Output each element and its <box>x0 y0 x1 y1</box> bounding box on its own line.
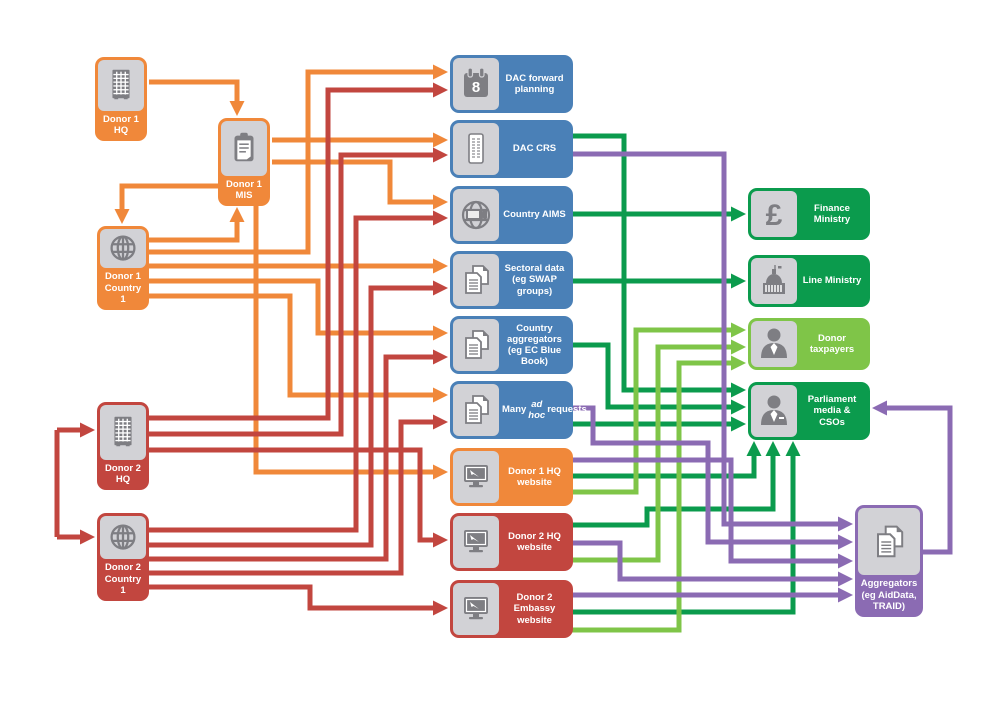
edge-donor2hq-to-dacforward <box>149 82 448 421</box>
node-aggregators: Aggregators (eg AidData, TRAID) <box>855 505 923 617</box>
edge-countryagg-to-parliament <box>572 342 746 415</box>
node-country-aims: Country AIMS <box>450 186 573 244</box>
edge-embassywebsite-to-taxpayers <box>572 355 746 633</box>
node-label: Country aggregators (eg EC Blue Book) <box>507 322 562 368</box>
edge-donor1website-to-taxpayers <box>572 322 746 495</box>
node-label: Donor 1 Country 1 <box>104 271 142 305</box>
documents-icon <box>858 508 920 576</box>
edge-donor2country1-to-embassywebsite <box>149 584 448 616</box>
node-dac-crs: DAC CRS <box>450 120 573 178</box>
monitor-icon <box>453 451 499 503</box>
node-label: Donor 2 Country 1 <box>104 562 142 596</box>
report-icon <box>453 123 499 175</box>
globe-icon <box>100 229 146 269</box>
edge-aggregators-to-parliament <box>872 400 953 555</box>
edge-donor2hq-to-donor2website <box>149 447 448 548</box>
edge-mis-to-countryaims <box>272 159 448 210</box>
edge-donor2country1-to-countryaims <box>149 210 448 533</box>
node-label: Aggregators (eg AidData, TRAID) <box>860 578 918 612</box>
edge-donor1website-to-parliament <box>572 441 762 479</box>
edge-embassywebsite-to-parliament <box>572 441 801 615</box>
clipboard-icon <box>221 121 267 176</box>
node-label: Line Ministry <box>802 275 862 287</box>
svg-text:8: 8 <box>472 79 480 96</box>
edge-donor2country1-to-manyadhoc <box>149 414 448 576</box>
node-donor2-hq: Donor 2 HQ <box>97 402 149 490</box>
edge-donor2website-to-aggregators <box>572 540 853 587</box>
node-label: Sectoral data (eg SWAP groups) <box>504 263 565 297</box>
edge-donor1country1-to-mis <box>149 207 245 243</box>
node-donor2-country1: Donor 2 Country 1 <box>97 513 149 601</box>
node-label: Donor 1 MIS <box>226 178 262 201</box>
node-donor1-hq-website: Donor 1 HQ website <box>450 448 573 506</box>
node-label: Finance Ministry <box>813 202 851 225</box>
government-building-icon <box>751 258 797 304</box>
node-label: Donor 2 Embassy website <box>513 592 556 626</box>
documents-icon <box>453 384 499 436</box>
edge-donor2website-to-taxpayers <box>572 339 746 563</box>
node-dac-forward-planning: 8 DAC forward planning <box>450 55 573 113</box>
node-sectoral-data: Sectoral data (eg SWAP groups) <box>450 251 573 309</box>
node-label: Donor 1 HQ <box>103 113 139 136</box>
node-donor1-mis: Donor 1 MIS <box>218 118 270 206</box>
documents-icon <box>453 254 499 306</box>
globe-monitor-icon <box>453 189 499 241</box>
node-label: Donor taxpayers <box>809 332 855 355</box>
node-donor1-country1: Donor 1 Country 1 <box>97 226 149 310</box>
node-label: Donor 2 HQ website <box>508 530 561 553</box>
calendar-icon: 8 <box>453 58 499 110</box>
building-icon <box>98 60 144 111</box>
globe-icon <box>100 516 146 560</box>
node-label: DAC forward planning <box>505 72 564 95</box>
node-donor-taxpayers: Donor taxpayers <box>748 318 870 370</box>
person-icon <box>751 385 797 437</box>
person-icon <box>751 321 797 367</box>
node-line-ministry: Line Ministry <box>748 255 870 307</box>
edge-donor1country1-to-manyadhoc <box>149 293 448 403</box>
edge-donor1website-to-aggregators <box>572 457 853 569</box>
node-donor2-hq-website: Donor 2 HQ website <box>450 513 573 571</box>
node-donor2-embassy-website: Donor 2 Embassy website <box>450 580 573 638</box>
edge-donor1country1-to-countryagg <box>149 278 448 341</box>
edge-mis-to-donor1country1 <box>114 183 218 224</box>
svg-text:£: £ <box>766 199 783 232</box>
edge-donor2country1-to-countryagg <box>149 349 448 562</box>
node-label: Donor 2 HQ <box>105 462 141 485</box>
edge-daccrs-to-parliament <box>572 133 746 398</box>
edge-donor2hq-to-daccrs <box>149 147 448 437</box>
pound-icon: £ <box>751 191 797 237</box>
edge-daccrs-to-aggregators <box>572 151 853 532</box>
node-label: Parliament media & CSOs <box>807 394 857 428</box>
node-donor1-hq: Donor 1 HQ <box>95 57 147 141</box>
monitor-icon <box>453 583 499 635</box>
edge-donor2website-to-parliament <box>572 441 781 528</box>
node-country-aggregators: Country aggregators (eg EC Blue Book) <box>450 316 573 374</box>
node-finance-ministry: £ Finance Ministry <box>748 188 870 240</box>
edge-donor1hq-to-mis <box>149 79 245 116</box>
edge-donor1country1-to-dacforward <box>149 64 448 255</box>
building-icon <box>100 405 146 460</box>
node-parliament-media-csos: Parliament media & CSOs <box>748 382 870 440</box>
node-label: DAC CRS <box>512 143 557 155</box>
node-label: Donor 1 HQ website <box>508 465 561 488</box>
monitor-icon <box>453 516 499 568</box>
documents-icon <box>453 319 499 371</box>
node-label: Country AIMS <box>503 209 566 221</box>
edge-donor2country1-to-sectoral <box>149 280 448 548</box>
